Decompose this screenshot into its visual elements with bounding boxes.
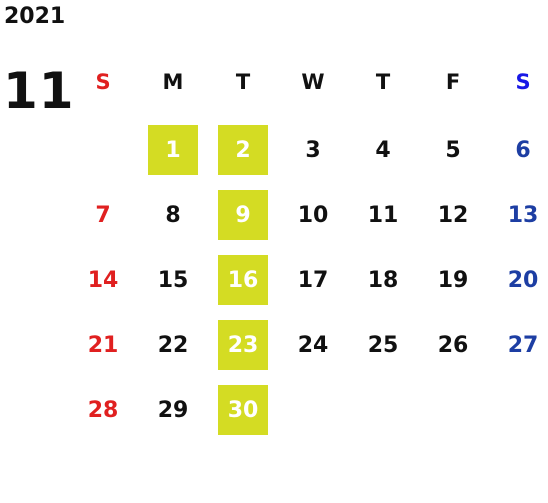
day-cell-highlighted: 16 (218, 255, 268, 305)
day-cell: 5 (445, 137, 461, 163)
week-row: 14 15 16 17 18 19 20 (68, 255, 548, 305)
day-cell: 12 (437, 202, 469, 228)
day-cell: 21 (87, 332, 119, 358)
day-cell: 18 (367, 267, 399, 293)
day-cell: 24 (297, 332, 329, 358)
day-cell: 8 (165, 202, 181, 228)
day-cell: 7 (95, 202, 111, 228)
weekday-friday: F (445, 70, 461, 94)
week-row: 28 29 30 (68, 385, 548, 435)
weekday-tuesday: T (235, 70, 251, 94)
day-cell: 17 (297, 267, 329, 293)
year-label: 2021 (4, 4, 66, 29)
day-cell: 13 (507, 202, 539, 228)
month-number: 11 (3, 62, 75, 120)
day-cell-highlighted: 30 (218, 385, 268, 435)
day-cell: 20 (507, 267, 539, 293)
week-row: 1 2 3 4 5 6 (68, 125, 548, 175)
weekday-wednesday: W (301, 70, 325, 94)
day-cell-highlighted: 1 (148, 125, 198, 175)
day-cell: 3 (305, 137, 321, 163)
day-cell-highlighted: 9 (218, 190, 268, 240)
day-cell: 4 (375, 137, 391, 163)
weekday-thursday: T (375, 70, 391, 94)
day-cell: 19 (437, 267, 469, 293)
day-cell: 27 (507, 332, 539, 358)
week-row: 21 22 23 24 25 26 27 (68, 320, 548, 370)
day-cell: 11 (367, 202, 399, 228)
day-cell: 25 (367, 332, 399, 358)
day-cell: 14 (87, 267, 119, 293)
weekday-monday: M (162, 70, 184, 94)
day-cell: 26 (437, 332, 469, 358)
day-cell: 29 (157, 397, 189, 423)
weekday-sunday: S (95, 70, 111, 94)
day-cell: 28 (87, 397, 119, 423)
weekday-header-row: S M T W T F S (68, 57, 548, 107)
day-cell-highlighted: 2 (218, 125, 268, 175)
day-cell: 15 (157, 267, 189, 293)
weekday-saturday: S (515, 70, 531, 94)
day-cell: 6 (515, 137, 531, 163)
day-cell (78, 125, 128, 175)
day-cell: 22 (157, 332, 189, 358)
day-cell-highlighted: 23 (218, 320, 268, 370)
day-cell: 10 (297, 202, 329, 228)
week-row: 7 8 9 10 11 12 13 (68, 190, 548, 240)
